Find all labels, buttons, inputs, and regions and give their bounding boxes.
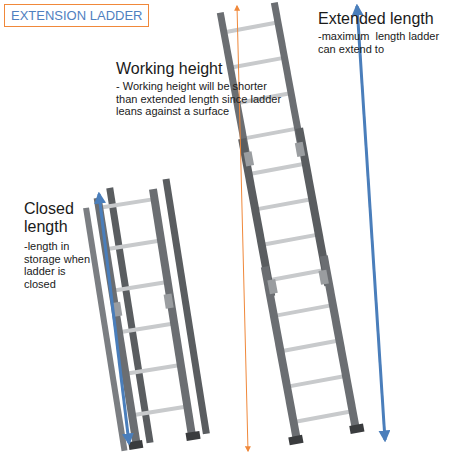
closed-ladder	[81, 178, 211, 451]
extended-ladder	[210, 1, 365, 446]
closed-length-arrow	[99, 194, 129, 443]
label-note: - Working height will be shorter than ex…	[116, 80, 291, 118]
extended-length-arrow	[357, 6, 385, 440]
title-box: EXTENSION LADDER	[4, 4, 149, 27]
label-note: -length in storage when ladder is closed	[24, 240, 96, 291]
label-heading: Working height	[116, 60, 276, 78]
label-heading: Extended length	[318, 10, 458, 28]
label-note: -maximum length ladder can extend to	[318, 30, 453, 55]
label-heading: Closed length	[24, 200, 86, 237]
working-height-arrow	[237, 6, 248, 451]
